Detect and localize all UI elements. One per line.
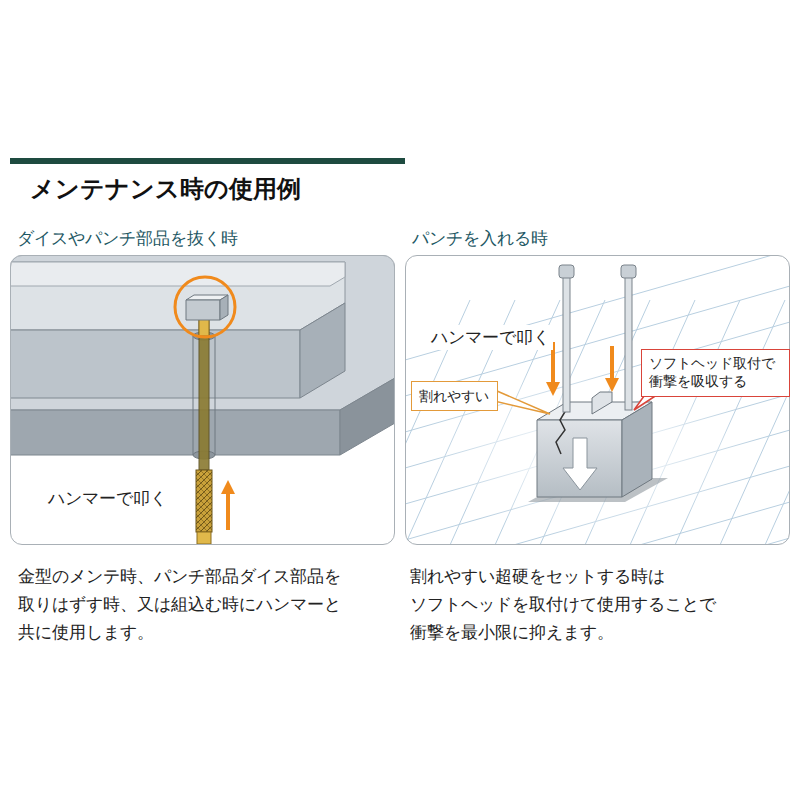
die-illustration — [10, 255, 395, 544]
caption-text: 割れやすい超硬をセットする時は ソフトヘッドを取付けて使用することで 衝撃を最小… — [410, 562, 792, 646]
callout-box: 割れやすい — [411, 381, 498, 411]
action-label: ハンマーで叩く — [45, 486, 170, 511]
block-side — [622, 402, 652, 497]
upper-block-side — [300, 303, 345, 398]
upper-block-front — [10, 330, 300, 398]
hit-arrowhead — [221, 480, 235, 494]
hit-arrow — [226, 492, 230, 530]
lower-plate-side — [340, 378, 395, 455]
upper-step — [10, 262, 345, 286]
hit-arrowhead — [605, 378, 619, 392]
panel-heading: パンチを入れる時 — [412, 227, 548, 250]
punch-head — [621, 265, 636, 278]
punch-right — [625, 277, 632, 410]
hole-wall — [215, 336, 216, 455]
header-bar — [10, 158, 405, 164]
ejector-rod — [199, 318, 209, 470]
callout-text: 割れやすい — [419, 387, 489, 405]
hole-wall — [193, 336, 194, 455]
crack-line — [556, 410, 566, 454]
caption-text: 金型のメンテ時、パンチ部品ダイス部品を 取りはずす時、又は組込む時にハンマーと … — [18, 562, 400, 646]
punch-illustration — [405, 255, 790, 545]
panel-heading: ダイスやパンチ部品を抜く時 — [17, 227, 238, 250]
punch-head — [559, 265, 574, 278]
callout-tail — [490, 388, 550, 414]
grid-line — [405, 255, 790, 360]
punch-part-front — [186, 300, 220, 320]
block-front — [537, 420, 622, 497]
grip-end — [197, 532, 211, 544]
callout-text: ソフトヘッド取付で 衝撃を吸収する — [649, 354, 781, 390]
page-title: メンテナンス時の使用例 — [30, 173, 301, 205]
rod-tip — [199, 318, 209, 336]
panel-frame: パンチを入れる時割れやすいソフトヘッド取付で 衝撃を吸収する — [405, 255, 790, 545]
floor-grid — [405, 255, 790, 545]
block-tab — [592, 392, 612, 414]
down-arrow — [563, 438, 597, 490]
hit-arrow — [610, 346, 614, 380]
action-label: ハンマーで叩く — [428, 325, 553, 350]
punch-left — [563, 277, 570, 412]
grid-line — [765, 300, 790, 545]
hit-arrowhead — [546, 382, 560, 396]
punch-part-side — [220, 295, 228, 320]
lower-plate-front — [10, 410, 340, 455]
knurled-grip — [196, 470, 212, 532]
callout-box: ソフトヘッド取付で 衝撃を吸収する — [641, 349, 790, 397]
highlight-circle — [175, 277, 235, 337]
